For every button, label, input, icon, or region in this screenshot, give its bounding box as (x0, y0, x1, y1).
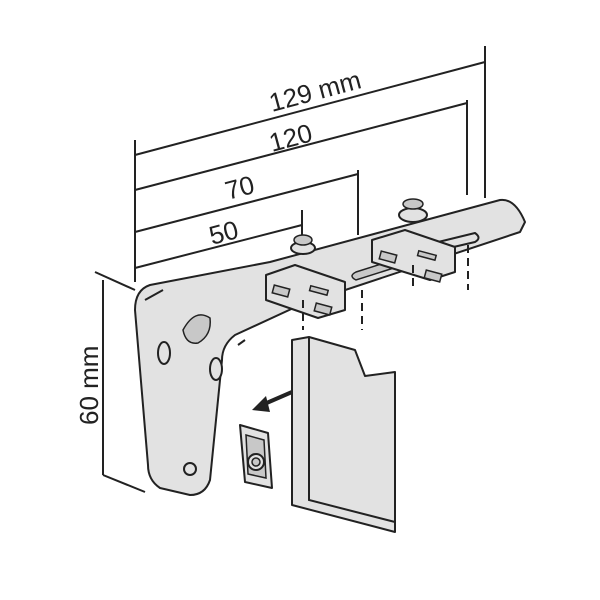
dimension-50: 50 (206, 214, 242, 250)
bracket-knob-icon (182, 314, 211, 344)
end-cap-panel (291, 336, 396, 533)
clamp-left (265, 234, 346, 319)
clip-part (239, 424, 273, 489)
dimension-70: 70 (222, 169, 258, 205)
wall-bracket (134, 198, 526, 496)
clamp-right (371, 198, 456, 283)
dimension-120: 120 (266, 118, 316, 158)
dimension-lines (94, 46, 486, 493)
dimension-129mm: 129 mm (266, 65, 364, 118)
dimension-60mm: 60 mm (74, 346, 104, 425)
arrow-icon (252, 390, 293, 412)
